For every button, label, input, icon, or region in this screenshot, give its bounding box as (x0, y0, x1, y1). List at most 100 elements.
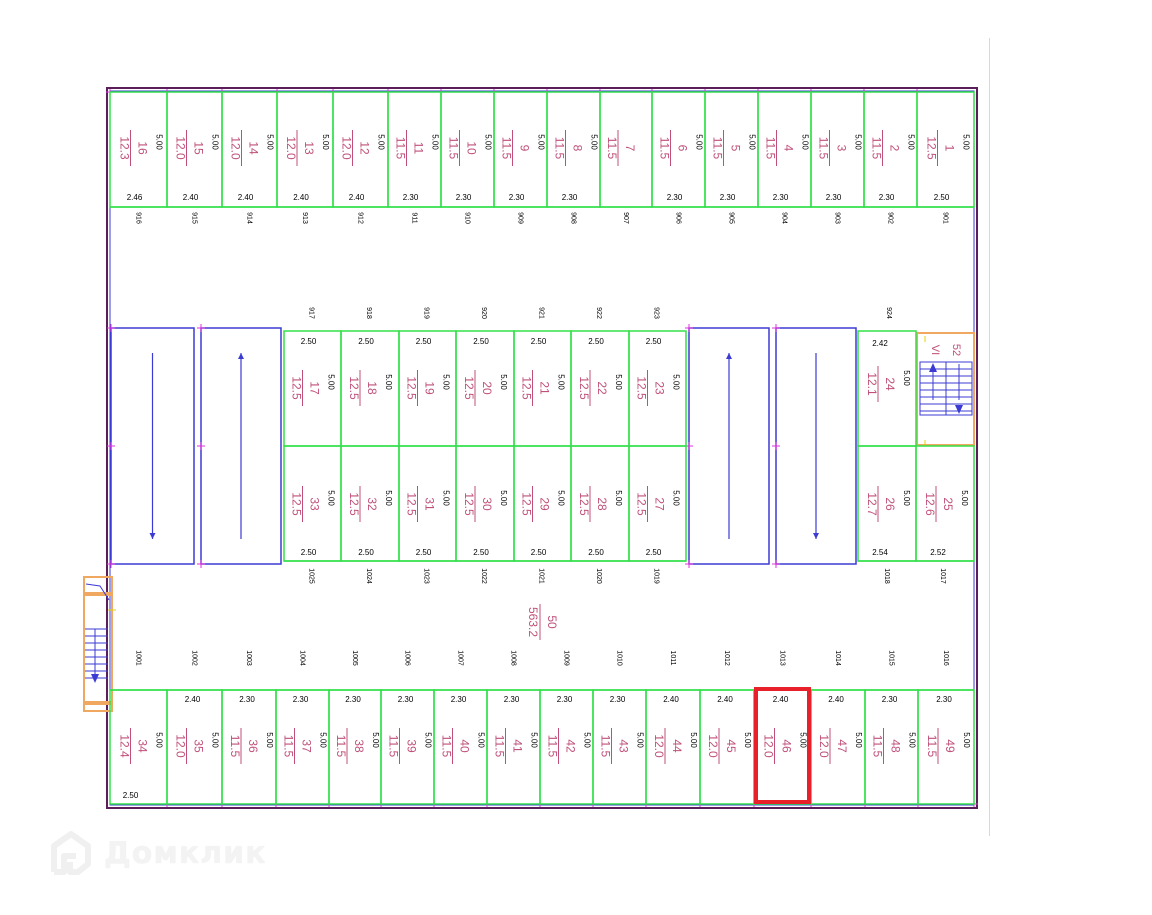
spot-29-area: 12.5 (520, 492, 534, 516)
watermark-brand: Домклик (104, 835, 267, 871)
spot-28-area: 12.5 (577, 492, 591, 516)
spot-33-number: 33 (308, 497, 322, 511)
spot-13-depth: 5.00 (321, 134, 330, 150)
spot-28-width: 2.50 (588, 548, 604, 557)
axis-label-1006: 1006 (404, 650, 411, 666)
spot-9-depth: 5.00 (537, 134, 546, 150)
outer-wall (106, 87, 978, 809)
spot-7-number: 7 (623, 145, 637, 152)
spot-26-depth: 5.00 (902, 490, 911, 506)
spot-49-number: 49 (943, 739, 957, 753)
spot-38-area: 11.5 (334, 735, 348, 758)
spot-15-width: 2.40 (183, 193, 199, 202)
stair-down-arrow-icon (955, 405, 963, 414)
spot-32-width: 2.50 (358, 548, 374, 557)
spot-30-area: 12.5 (462, 492, 476, 516)
spot-12-area: 12.0 (340, 136, 354, 160)
spot-8-width: 2.30 (562, 193, 578, 202)
watermark: Домклик (46, 828, 267, 878)
spot-20-number: 20 (480, 381, 494, 395)
axis-label-1024: 1024 (365, 568, 372, 584)
spot-32-area: 12.5 (347, 492, 361, 516)
spot-31-number: 31 (423, 497, 437, 511)
axis-label-1015: 1015 (888, 650, 895, 666)
spot-6-width: 2.30 (667, 193, 683, 202)
spot-8-area: 11.5 (553, 137, 567, 160)
spot-18-width: 2.50 (358, 337, 374, 346)
spot-16-number: 16 (136, 141, 150, 155)
spot-48-depth: 5.00 (908, 732, 917, 748)
stair-left-enclosure (83, 576, 113, 712)
spot-14-depth: 5.00 (266, 134, 275, 150)
spot-18-area: 12.5 (347, 376, 361, 400)
spot-45-area: 12.0 (706, 734, 720, 758)
spot-34-number: 34 (136, 739, 150, 753)
spot-1-width: 2.50 (934, 193, 950, 202)
spot-23-number: 23 (653, 381, 667, 395)
spot-3-depth: 5.00 (854, 134, 863, 150)
axis-label-1001: 1001 (135, 650, 142, 666)
spot-34-width: 2.50 (123, 791, 139, 800)
axis-label-1012: 1012 (723, 650, 730, 666)
spot-9-area: 11.5 (500, 137, 514, 160)
spot-48-width: 2.30 (882, 695, 898, 704)
axis-label-918: 918 (365, 307, 372, 319)
spot-16-area: 12.3 (118, 136, 132, 160)
spot-25-width: 2.52 (930, 548, 946, 557)
spot-29-number: 29 (538, 497, 552, 511)
spot-4-depth: 5.00 (801, 134, 810, 150)
spot-15-number: 15 (192, 141, 206, 155)
corridor-number: 50 (545, 615, 559, 629)
spot-11-area: 11.5 (394, 137, 408, 160)
spot-10-area: 11.5 (447, 137, 461, 160)
spot-41-depth: 5.00 (530, 732, 539, 748)
spot-25-number: 25 (941, 497, 955, 511)
spot-47-depth: 5.00 (854, 732, 863, 748)
spot-38-depth: 5.00 (371, 732, 380, 748)
spot-44-area: 12.0 (652, 734, 666, 758)
spot-40-area: 11.5 (440, 735, 454, 758)
spot-12-depth: 5.00 (377, 134, 386, 150)
spot-28-number: 28 (595, 497, 609, 511)
spot-37-depth: 5.00 (319, 732, 328, 748)
spot-40-depth: 5.00 (477, 732, 486, 748)
spot-44-depth: 5.00 (689, 732, 698, 748)
walls-layer (83, 87, 978, 809)
axis-label-915: 915 (191, 212, 198, 224)
spot-43-area: 11.5 (599, 735, 613, 758)
spot-36-number: 36 (246, 739, 260, 753)
spot-20-width: 2.50 (473, 337, 489, 346)
spot-22-width: 2.50 (588, 337, 604, 346)
spot-4-width: 2.30 (773, 193, 789, 202)
spot-35-area: 12.0 (174, 734, 188, 758)
spot-6-number: 6 (676, 145, 690, 152)
spot-39-width: 2.30 (398, 695, 414, 704)
spot-26-number: 26 (883, 497, 897, 511)
spot-24-depth: 5.00 (902, 370, 911, 386)
spot-17-number: 17 (308, 381, 322, 395)
spot-46-depth: 5.00 (799, 732, 808, 748)
axis-label-1017: 1017 (939, 568, 946, 584)
spot-13-number: 13 (302, 141, 316, 155)
spot-33-depth: 5.00 (327, 490, 336, 506)
spot-24-area: 12.1 (865, 372, 879, 396)
axis-label-1014: 1014 (834, 650, 841, 666)
spot-5-width: 2.30 (720, 193, 736, 202)
spot-39-area: 11.5 (387, 735, 401, 758)
spot-23-width: 2.50 (646, 337, 662, 346)
axis-label-903: 903 (834, 212, 841, 224)
axis-label-1023: 1023 (423, 568, 430, 584)
spot-16-depth: 5.00 (155, 134, 164, 150)
axis-label-912: 912 (357, 212, 364, 224)
spot-34-area: 12.4 (118, 734, 132, 758)
spot-36-depth: 5.00 (265, 732, 274, 748)
axis-label-1008: 1008 (510, 650, 517, 666)
spot-15-area: 12.0 (174, 136, 188, 160)
spot-31-depth: 5.00 (442, 490, 451, 506)
spot-38-width: 2.30 (345, 695, 361, 704)
spot-45-depth: 5.00 (743, 732, 752, 748)
spot-31-area: 12.5 (405, 492, 419, 516)
spot-3-area: 11.5 (817, 137, 831, 160)
selected-spot-highlight[interactable] (754, 687, 811, 804)
spot-2-number: 2 (888, 145, 902, 152)
